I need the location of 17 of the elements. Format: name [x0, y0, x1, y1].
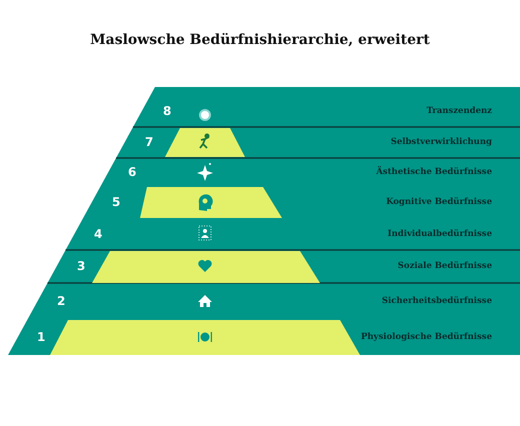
- level-number: 6: [128, 165, 136, 179]
- level-number: 4: [94, 226, 102, 240]
- level-label: Ästhetische Bedürfnisse: [376, 167, 492, 177]
- diagram-title: Maslowsche Bedürfnishierarchie, erweitert: [89, 32, 431, 48]
- level-number: 3: [77, 259, 86, 273]
- level-number: 5: [112, 195, 120, 209]
- level-number: 7: [145, 134, 154, 148]
- level-label: Selbstverwirklichung: [390, 136, 492, 146]
- level-label: Transzendenz: [426, 106, 492, 116]
- level-number: 8: [163, 104, 172, 118]
- level-number: 2: [57, 294, 66, 308]
- level-label: Soziale Bedürfnisse: [398, 261, 492, 271]
- level-label: Individualbedürfnisse: [388, 228, 492, 238]
- level-label: Kognitive Bedürfnisse: [386, 197, 492, 207]
- level-label: Physiologische Bedürfnisse: [360, 332, 492, 342]
- level-label: Sicherheitsbedürfnisse: [382, 296, 492, 306]
- level-number: 1: [37, 330, 46, 344]
